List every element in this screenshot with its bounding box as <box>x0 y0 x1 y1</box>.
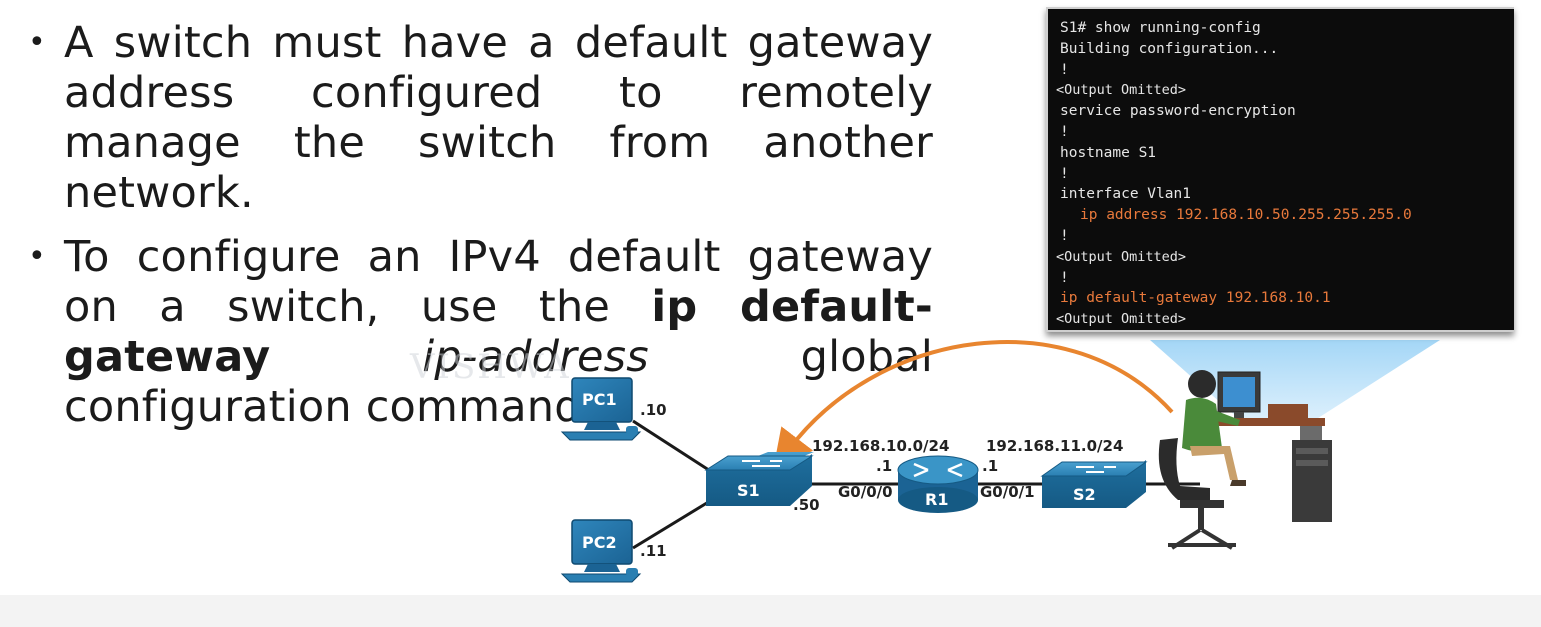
argument-text: ip-address <box>422 332 649 382</box>
terminal-line: ! <box>1060 165 1069 182</box>
bottom-band <box>0 595 1541 627</box>
bullet-1: • A switch must have a default gateway a… <box>28 18 933 218</box>
terminal-line-highlight: ip address 192.168.10.50.255.255.255.0 <box>1080 207 1412 224</box>
link-pc2-s1 <box>632 496 716 550</box>
s1-switch-icon: S1 <box>704 452 814 506</box>
pc1-label: PC1 <box>582 390 617 409</box>
terminal-line: Building configuration... <box>1060 40 1279 57</box>
admin-workstation-illustration <box>1158 370 1332 550</box>
right-network-label: 192.168.11.0/24 <box>986 437 1123 455</box>
s1-label: S1 <box>737 481 760 500</box>
terminal-line-highlight: ip default-gateway 192.168.10.1 <box>1060 290 1331 307</box>
terminal-line: ! <box>1060 269 1069 286</box>
r1-router-icon: R1 <box>897 455 979 513</box>
terminal-line: S1# show running-config <box>1060 20 1261 36</box>
s2-label: S2 <box>1073 485 1096 504</box>
r1-left-interface-label: G0/0/0 <box>838 483 893 501</box>
link-pc1-s1 <box>632 419 716 476</box>
pc2-label: PC2 <box>582 533 617 552</box>
r1-label: R1 <box>925 490 948 509</box>
terminal-line: <Output Omitted> <box>1056 82 1187 99</box>
terminal-line: ! <box>1060 61 1069 78</box>
bullet-2: • To configure an IPv4 default gateway o… <box>28 232 933 432</box>
pc1-icon: PC1 <box>560 377 642 441</box>
terminal-line: <Output Omitted> <box>1056 248 1187 265</box>
pc2-icon: PC2 <box>560 519 642 583</box>
bullet-list: • A switch must have a default gateway a… <box>28 18 933 446</box>
r1-left-host-label: .1 <box>876 457 892 475</box>
bullet-2-suffix: global configuration command. <box>64 332 933 432</box>
bullet-1-text: A switch must have a default gateway add… <box>64 18 933 218</box>
pc2-host-label: .11 <box>640 542 667 560</box>
left-network-label: 192.168.10.0/24 <box>812 437 949 455</box>
bullet-2-prefix: To configure an IPv4 default gateway on … <box>64 232 933 332</box>
r1-right-interface-label: G0/0/1 <box>980 483 1035 501</box>
terminal-line: service password-encryption <box>1060 103 1296 120</box>
terminal-line: hostname S1 <box>1060 144 1157 161</box>
watermark-text: VISHWA <box>409 347 571 387</box>
terminal-line: ! <box>1060 123 1069 140</box>
bullet-dot: • <box>28 25 46 60</box>
bullet-dot: • <box>28 239 46 274</box>
command-text: ip default-gateway <box>64 282 933 382</box>
r1-right-host-label: .1 <box>982 457 998 475</box>
terminal-window: S1# show running-config Building configu… <box>1046 7 1514 332</box>
terminal-line: ! <box>1060 227 1069 244</box>
terminal-line: interface Vlan1 <box>1060 186 1191 203</box>
management-arrow <box>772 340 1174 471</box>
s2-switch-icon: S2 <box>1040 460 1148 508</box>
s1-host-label: .50 <box>793 496 820 514</box>
pc1-host-label: .10 <box>640 401 667 419</box>
terminal-line: <Output Omitted> <box>1056 311 1187 328</box>
